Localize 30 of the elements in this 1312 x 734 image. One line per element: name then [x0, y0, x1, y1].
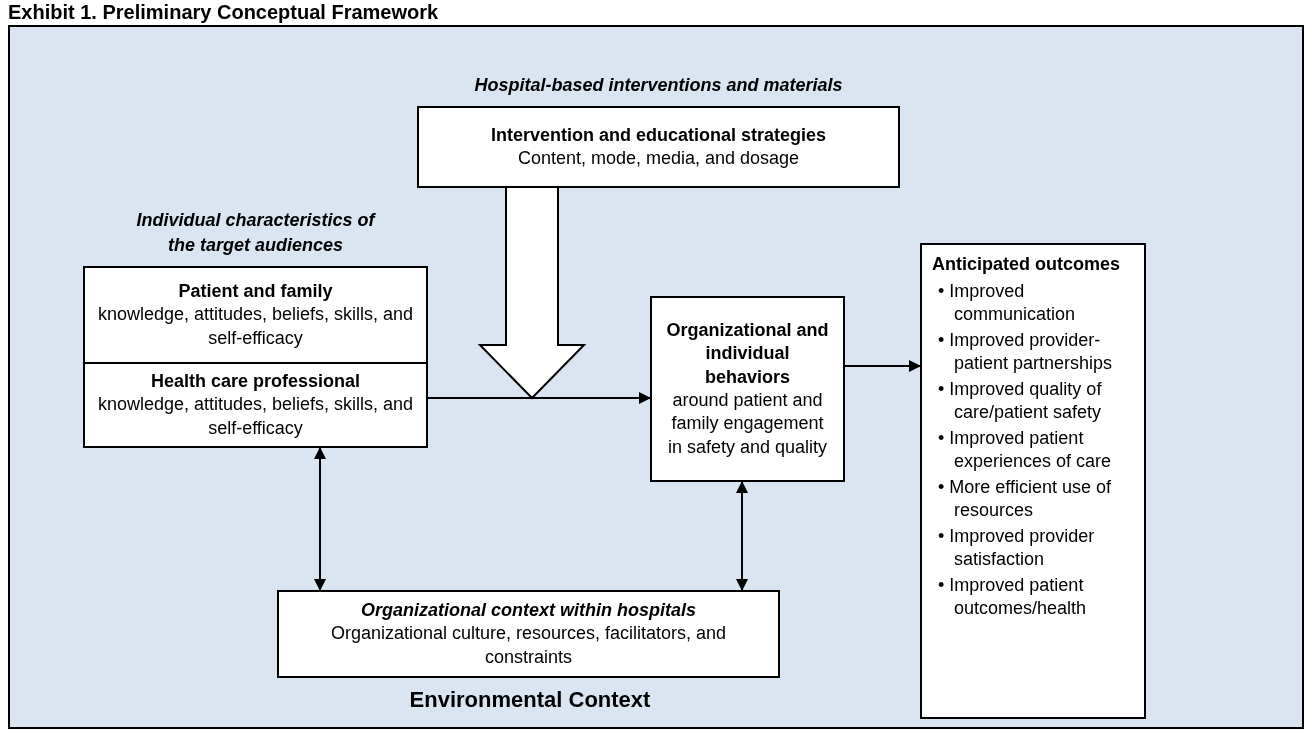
box-text: knowledge, attitudes, beliefs, skills, and self-efficacy: [96, 393, 415, 440]
process-box: [650, 296, 845, 482]
bullet-item: • Improved patient outcomes/health: [938, 574, 1088, 620]
panel-heading: Environmental Context: [408, 687, 652, 713]
outcomes-box: [920, 243, 1146, 719]
box-heading: Organizational context within hospitals: [361, 598, 696, 622]
box-text: knowledge, attitudes, beliefs, skills, and self-efficacy: [96, 303, 415, 350]
block-arrow: [477, 187, 587, 400]
bullet-item: • Improved quality of care/patient safety: [938, 378, 1103, 424]
bullet-item: • Improved communication: [938, 280, 1077, 326]
bullet-item: • Improved provider satisfaction: [938, 525, 1096, 571]
box-text: Content, mode, media, and dosage: [517, 147, 800, 170]
box-heading: Intervention and educational strategies: [490, 123, 827, 147]
box-text: around patient and family engagement in safety and quality: [666, 389, 829, 459]
arrow: [736, 481, 748, 591]
context-panel: [8, 25, 1304, 729]
bullet-item: • More efficient use of resources: [938, 476, 1113, 522]
group-heading: Hospital-based interventions and materials: [474, 73, 843, 97]
group-heading: Individual characteristics of the target audiences: [135, 208, 377, 257]
arrow: [844, 360, 921, 372]
box-heading: Patient and family: [178, 279, 333, 303]
box-text: Organizational culture, resources, facilitators, and constraints: [329, 622, 728, 669]
bullet-item: • Improved provider-patient partnerships: [938, 329, 1114, 375]
box-heading: Health care professional: [150, 369, 361, 393]
process-box: [277, 590, 780, 678]
box-heading: Anticipated outcomes: [932, 253, 1122, 276]
title: Exhibit 1. Preliminary Conceptual Framework: [8, 0, 439, 24]
arrow: [427, 392, 651, 404]
arrow: [314, 447, 326, 591]
bullet-item: • Improved patient experiences of care: [938, 427, 1113, 473]
